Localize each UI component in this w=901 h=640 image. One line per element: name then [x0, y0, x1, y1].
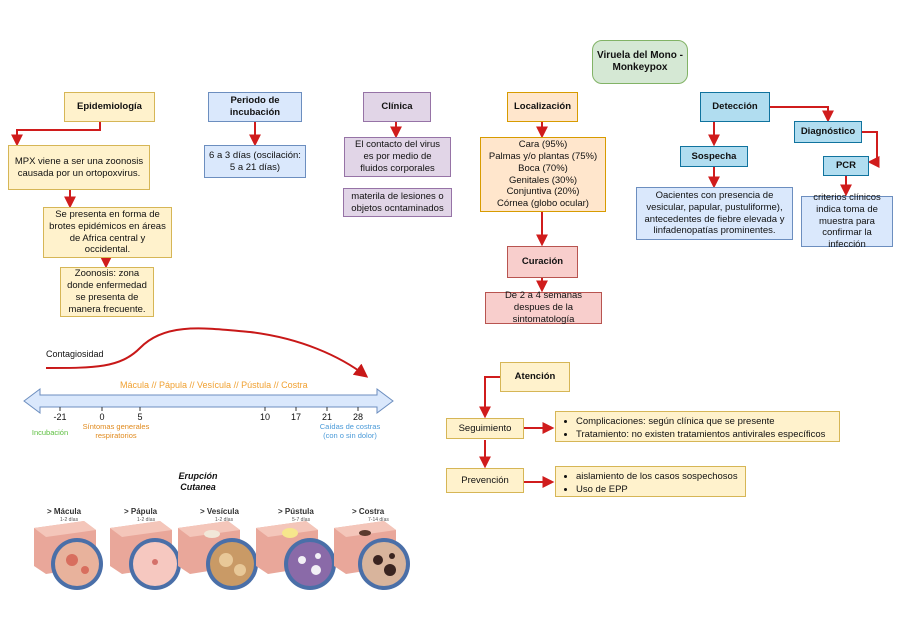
seguimiento-list: Complicaciones: según clínica que se pre… — [555, 411, 840, 442]
deteccion-header: Detección — [700, 92, 770, 122]
seguimiento-box: Seguimiento — [446, 418, 524, 439]
incubacion-note: Incubación — [31, 428, 69, 437]
stage-label: > Vesícula — [200, 507, 239, 516]
tick-label: 0 — [99, 412, 105, 422]
stage-days: 1-2 días — [60, 517, 79, 523]
skin-stage-macula — [34, 521, 103, 590]
stage-days: 5-7 días — [292, 517, 311, 523]
skin-stage-costra — [334, 521, 410, 590]
prevencion-item: aislamiento de los casos sospechosos — [576, 471, 739, 484]
arrow-diagnostico — [770, 106, 834, 123]
localizacion-item: Conjuntiva (20%) — [506, 186, 580, 198]
localizacion-item: Cara (95%) — [518, 138, 568, 150]
localizacion-item: Genitales (30%) — [508, 174, 578, 186]
periodo-header: Periodo de incubación — [208, 92, 302, 122]
pcr-box: PCR — [823, 156, 869, 176]
prevencion-list: aislamiento de los casos sospechosos Uso… — [555, 466, 746, 497]
contagiosidad-label: Contagiosidad — [46, 349, 104, 359]
epidemiologia-item-1: MPX viene a ser una zoonosis causada por… — [8, 145, 150, 190]
clinica-header: Clínica — [363, 92, 431, 122]
sospecha-text: Oacientes con presencia de vesicular, pa… — [636, 187, 793, 240]
tick-label: 28 — [352, 412, 364, 422]
atencion-header: Atención — [500, 362, 570, 392]
sospecha-box: Sospecha — [680, 146, 748, 167]
skin-stage-papula — [110, 521, 181, 590]
page-title: Viruela del Mono - Monkeypox — [592, 40, 688, 84]
stage-days: 7-14 días — [368, 517, 389, 523]
pcr-text: criterios clínicos indica toma de muestr… — [801, 192, 893, 250]
stage-days: 1-2 días — [215, 517, 234, 523]
stage-label: > Costra — [352, 507, 385, 516]
stage-days: 1-2 días — [137, 517, 156, 523]
skin-stage-vesicula — [178, 521, 258, 590]
tick-label: -21 — [53, 412, 67, 422]
curacion-header: Curación — [507, 246, 578, 278]
tick-label: 21 — [321, 412, 333, 422]
localizacion-header: Localización — [507, 92, 578, 122]
arrow-epi-1 — [11, 122, 101, 147]
localizacion-item: Palmas y/o plantas (75%) — [488, 150, 598, 162]
sintomas-note: Síntomas generales respiratorios — [82, 422, 150, 440]
skin-stage-pustula — [256, 521, 336, 590]
timeline-arrow — [23, 388, 394, 414]
epidemiologia-item-2: Se presenta en forma de brotes epidémico… — [43, 207, 172, 258]
tick-label: 10 — [259, 412, 271, 422]
stage-label: > Mácula — [47, 507, 82, 516]
localizacion-list: Cara (95%) Palmas y/o plantas (75%) Boca… — [480, 137, 606, 212]
clinica-item-1: El contacto del virus es por medio de fl… — [344, 137, 451, 177]
erupcion-title: Erupción Cutanea — [178, 471, 218, 492]
clinica-item-2: materila de lesiones o objetos ocntamina… — [343, 188, 452, 217]
seguimiento-item: Tratamiento: no existen tratamientos ant… — [576, 429, 833, 442]
epidemiologia-item-3: Zoonosis: zona donde enfermedad se prese… — [60, 267, 154, 317]
prevencion-box: Prevención — [446, 468, 524, 493]
tick-label: 17 — [290, 412, 302, 422]
curacion-text: De 2 a 4 semanas despues de la sintomato… — [485, 290, 602, 325]
diagnostico-box: Diagnóstico — [794, 121, 862, 143]
prevencion-item: Uso de EPP — [576, 484, 739, 497]
seguimiento-item: Complicaciones: según clínica que se pre… — [576, 416, 833, 429]
localizacion-item: Córnea (globo ocular) — [497, 198, 589, 210]
caidas-note: Caídas de costras (con o sin dolor) — [319, 422, 381, 440]
epidemiologia-header: Epidemiología — [64, 92, 155, 122]
localizacion-item: Boca (70%) — [518, 162, 568, 174]
phases-label: Mácula // Pápula // Vesícula // Pústula … — [120, 380, 308, 390]
stage-label: > Pústula — [278, 507, 314, 516]
arrow-pcr — [862, 131, 880, 168]
timeline-ticks — [59, 407, 359, 411]
stage-label: > Pápula — [124, 507, 158, 516]
tick-label: 5 — [137, 412, 143, 422]
contagiosidad-curve — [45, 327, 369, 378]
arrow-seguimiento — [479, 376, 500, 419]
periodo-text: 6 a 3 días (oscilación: 5 a 21 días) — [204, 145, 306, 178]
